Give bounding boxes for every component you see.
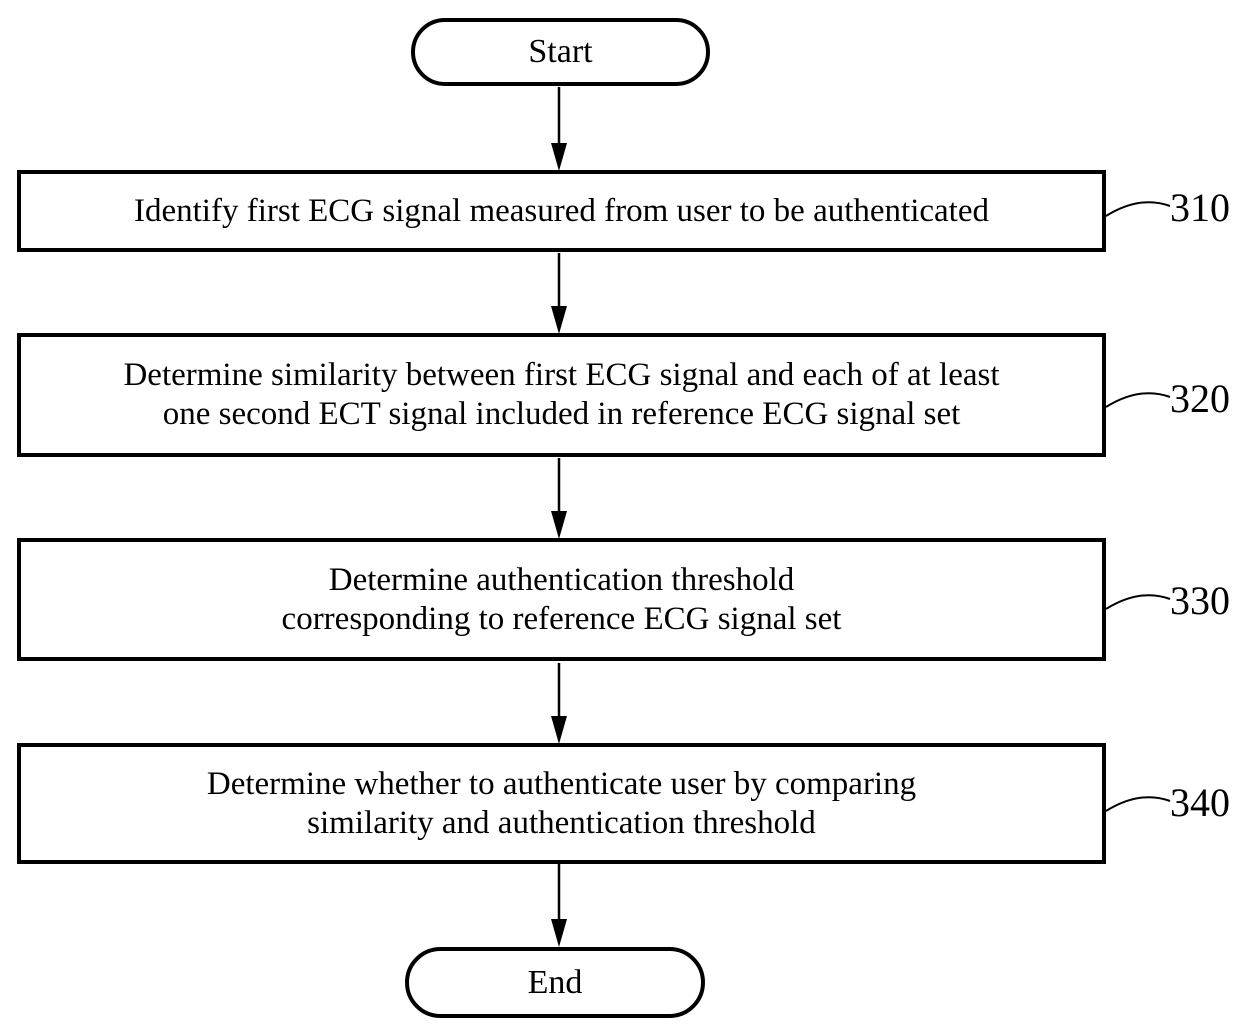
arrow-330-to-340	[551, 663, 567, 744]
arrowhead-down-icon	[551, 919, 567, 947]
arrow-320-to-330	[551, 458, 567, 539]
ref-connector-320	[1105, 392, 1171, 408]
process-node-320: Determine similarity between first ECG s…	[17, 333, 1106, 457]
process-320-line-1: Determine similarity between first ECG s…	[123, 357, 1000, 394]
start-label: Start	[528, 33, 593, 71]
process-340-line-1: Determine whether to authenticate user b…	[206, 765, 917, 802]
arrowhead-down-icon	[551, 511, 567, 539]
ref-numeral-330: 330	[1170, 578, 1230, 623]
ref-connector-340	[1105, 796, 1171, 812]
process-node-310: Identify first ECG signal measured from …	[17, 170, 1106, 252]
arrow-310-to-320	[551, 253, 567, 334]
arrowhead-down-icon	[551, 716, 567, 744]
ref-numeral-320: 320	[1170, 376, 1230, 421]
process-310-line: Identify first ECG signal measured from …	[134, 192, 989, 229]
end-terminal-node: End	[405, 947, 705, 1018]
arrow-start-to-310	[551, 87, 567, 171]
ref-connector-310	[1105, 201, 1171, 217]
process-330-line-2: corresponding to reference ECG signal se…	[281, 600, 842, 637]
process-320-line-2: one second ECT signal included in refere…	[162, 396, 961, 432]
process-node-340: Determine whether to authenticate user b…	[17, 743, 1106, 864]
ref-numeral-340: 340	[1170, 780, 1230, 825]
arrow-340-to-end	[551, 864, 567, 947]
arrowhead-down-icon	[551, 143, 567, 171]
ref-connector-330	[1105, 594, 1171, 610]
process-330-line-1: Determine authentication threshold	[328, 561, 795, 598]
process-340-line-2: similarity and authentication threshold	[307, 804, 816, 841]
process-node-330: Determine authentication threshold corre…	[17, 538, 1106, 661]
start-terminal-node: Start	[411, 18, 710, 86]
ref-numeral-310: 310	[1170, 185, 1230, 230]
arrowhead-down-icon	[551, 306, 567, 334]
end-label: End	[527, 963, 583, 1001]
